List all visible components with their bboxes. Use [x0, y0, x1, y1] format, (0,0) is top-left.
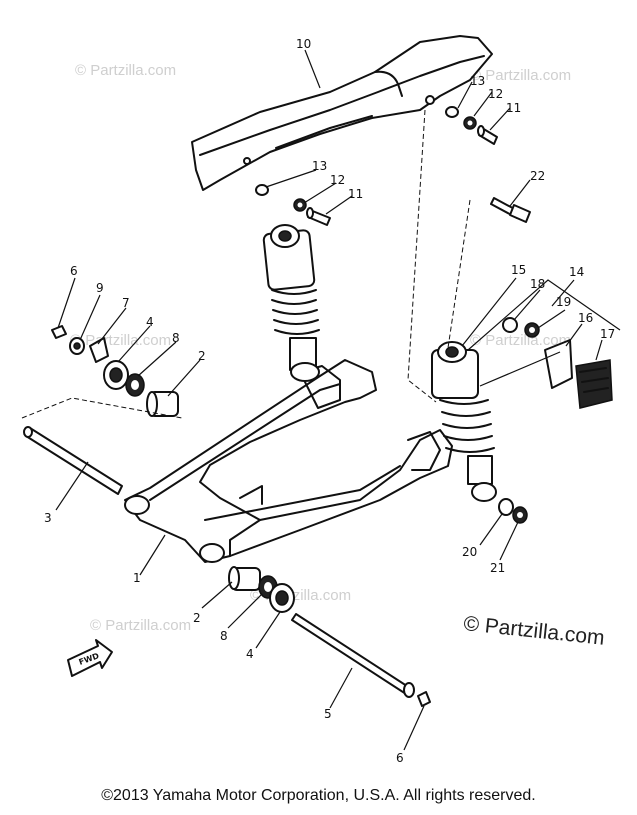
- callout-11b: 11: [348, 187, 363, 201]
- left-pivot-parts: [51, 325, 179, 417]
- pivot-collar: [21, 397, 183, 495]
- callout-18: 18: [530, 277, 545, 291]
- watermark-large: © Partzilla.com: [462, 612, 605, 650]
- callout-4b: 4: [246, 647, 254, 661]
- pivot-shaft: [291, 613, 431, 707]
- callout-10: 10: [296, 37, 311, 51]
- watermarks: © Partzilla.com © Partzilla.com © Partzi…: [70, 62, 606, 650]
- callout-4a: 4: [146, 315, 154, 329]
- copyright-notice: ©2013 Yamaha Motor Corporation, U.S.A. A…: [101, 787, 536, 804]
- reflector-assembly: [467, 279, 621, 409]
- callout-6a: 6: [70, 264, 78, 278]
- callout-1: 1: [133, 571, 141, 585]
- callouts: 10 13 12 11 13 12 11 22 6 9 7 4 8 2 3 1 …: [44, 37, 615, 765]
- callout-12b: 12: [330, 173, 345, 187]
- forward-arrow-icon: FWD: [67, 639, 113, 677]
- callout-17: 17: [600, 327, 615, 341]
- callout-3: 3: [44, 511, 52, 525]
- callout-16: 16: [578, 311, 593, 325]
- chain-case-fasteners: [255, 106, 498, 226]
- left-shock-absorber: [262, 224, 320, 382]
- leader-lines: [55, 49, 603, 751]
- callout-14: 14: [569, 265, 584, 279]
- right-shock-absorber: [431, 341, 497, 502]
- callout-2b: 2: [193, 611, 201, 625]
- watermark-mid-left: © Partzilla.com: [70, 332, 171, 349]
- callout-8a: 8: [172, 331, 180, 345]
- callout-7: 7: [122, 296, 130, 310]
- callout-6b: 6: [396, 751, 404, 765]
- reference-line: [407, 109, 437, 403]
- watermark-mid-right: © Partzilla.com: [470, 332, 571, 349]
- chain-case: [191, 35, 493, 191]
- callout-5: 5: [324, 707, 332, 721]
- callout-13b: 13: [312, 159, 327, 173]
- swing-arm: [124, 359, 453, 563]
- callout-12a: 12: [488, 87, 503, 101]
- watermark-top-left: © Partzilla.com: [75, 62, 176, 79]
- callout-15: 15: [511, 263, 526, 277]
- watermark-top-right: © Partzilla.com: [470, 67, 571, 84]
- right-pivot-parts: [228, 566, 295, 613]
- shock-upper-bolt: [447, 197, 531, 349]
- callout-8b: 8: [220, 629, 228, 643]
- callout-20: 20: [462, 545, 477, 559]
- callout-11a: 11: [506, 101, 521, 115]
- callout-9: 9: [96, 281, 104, 295]
- callout-2a: 2: [198, 349, 206, 363]
- rear-arm-suspension-diagram: © Partzilla.com © Partzilla.com © Partzi…: [21, 35, 621, 765]
- callout-19: 19: [556, 295, 571, 309]
- lower-shock-washers: [498, 498, 528, 524]
- watermark-bottom-left: © Partzilla.com: [90, 617, 191, 634]
- callout-13a: 13: [470, 74, 485, 88]
- callout-22: 22: [530, 169, 545, 183]
- callout-21: 21: [490, 561, 505, 575]
